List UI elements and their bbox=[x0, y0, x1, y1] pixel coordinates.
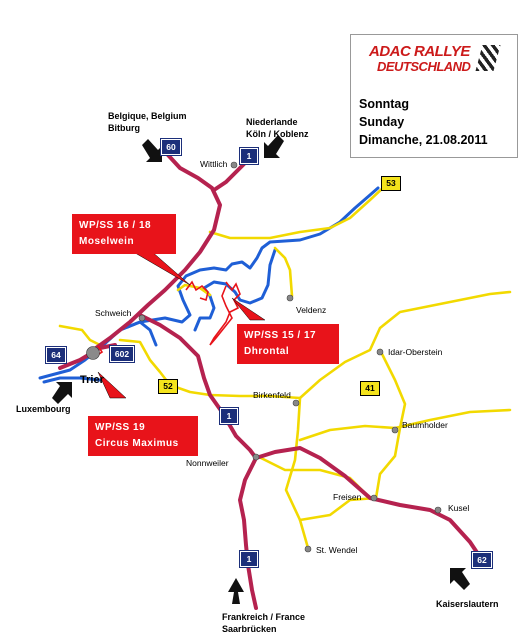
label-france: Frankreich / France Saarbrücken bbox=[222, 611, 305, 635]
place-veldenz: Veldenz bbox=[296, 305, 327, 315]
a1-north bbox=[212, 160, 248, 192]
label-france-line2: Saarbrücken bbox=[222, 624, 277, 634]
stage-circus-name: Circus Maximus bbox=[95, 438, 179, 449]
label-netherlands-line2: Köln / Koblenz bbox=[246, 129, 309, 139]
road-53 bbox=[208, 184, 387, 240]
pointer-circus bbox=[97, 371, 127, 399]
stage-moselwein-number: WP/SS 16 / 18 bbox=[79, 220, 152, 231]
shield-a1-north: 1 bbox=[239, 147, 259, 165]
place-nonnweiler: Nonnweiler bbox=[186, 458, 229, 468]
shield-a602: 602 bbox=[109, 345, 135, 363]
stage-callout-dhrontal: WP/SS 15 / 17 Dhrontal bbox=[237, 324, 339, 364]
lower-mosel bbox=[118, 320, 158, 347]
place-freisen: Freisen bbox=[333, 492, 362, 502]
day-german: Sonntag bbox=[359, 97, 409, 111]
stage-moselwein-name: Moselwein bbox=[79, 236, 135, 247]
stage-dhrontal-name: Dhrontal bbox=[244, 346, 290, 357]
shield-b52: 52 bbox=[158, 379, 178, 394]
shield-a1-south: 1 bbox=[239, 550, 259, 568]
secondary-roads bbox=[58, 184, 512, 550]
shield-a1-mid: 1 bbox=[219, 407, 239, 425]
label-france-line1: Frankreich / France bbox=[222, 612, 306, 622]
dot-schweich bbox=[138, 314, 146, 322]
mosel-loop bbox=[193, 248, 277, 332]
shield-a60: 60 bbox=[160, 138, 182, 156]
dot-veldenz bbox=[286, 294, 294, 302]
dot-nonnweiler bbox=[252, 453, 260, 461]
place-schweich: Schweich bbox=[95, 308, 132, 318]
place-baumholder: Baumholder bbox=[402, 420, 448, 430]
day-english: Sunday bbox=[359, 115, 405, 129]
pointer-moselwein bbox=[129, 249, 191, 286]
dot-stwendel bbox=[304, 545, 312, 553]
dot-freisen bbox=[370, 494, 378, 502]
dot-kusel bbox=[434, 506, 442, 514]
road-south bbox=[298, 496, 378, 522]
a1-south bbox=[238, 456, 258, 610]
road-idar bbox=[298, 290, 512, 400]
shield-b41: 41 bbox=[360, 381, 380, 396]
direction-arrows bbox=[52, 135, 470, 604]
label-belgium: Belgique, Belgium Bitburg bbox=[108, 110, 187, 134]
a62 bbox=[254, 446, 484, 562]
arrow-france bbox=[228, 578, 244, 604]
stage-callout-circus-maximus: WP/SS 19 Circus Maximus bbox=[88, 416, 198, 456]
dot-idar bbox=[376, 348, 384, 356]
label-belgium-line2: Bitburg bbox=[108, 123, 140, 133]
label-netherlands: Niederlande Köln / Koblenz bbox=[246, 116, 309, 140]
road-52 bbox=[118, 338, 302, 400]
dot-trier bbox=[86, 346, 100, 360]
label-belgium-line1: Belgique, Belgium bbox=[108, 111, 187, 121]
shield-a62: 62 bbox=[471, 551, 493, 569]
dot-baumholder bbox=[391, 426, 399, 434]
stage-callout-moselwein: WP/SS 16 / 18 Moselwein bbox=[72, 214, 176, 254]
logo-line-1: ADAC RALLYE bbox=[369, 43, 470, 60]
stage-dhrontal-route bbox=[209, 281, 241, 346]
road-moselwein bbox=[176, 283, 212, 297]
logo-line-2: DEUTSCHLAND bbox=[377, 59, 471, 74]
road-idar-2 bbox=[374, 348, 407, 500]
arrow-netherlands bbox=[264, 135, 284, 158]
label-luxembourg: Luxembourg bbox=[16, 404, 71, 414]
place-birkenfeld: Birkenfeld bbox=[253, 390, 291, 400]
place-dots bbox=[86, 161, 442, 553]
label-netherlands-line1: Niederlande bbox=[246, 117, 298, 127]
shield-b53: 53 bbox=[381, 176, 401, 191]
stage-circus-number: WP/SS 19 bbox=[95, 422, 146, 433]
shield-a64: 64 bbox=[45, 346, 67, 364]
road-veldenz bbox=[273, 246, 294, 298]
arrow-luxembourg bbox=[52, 382, 72, 404]
place-kusel: Kusel bbox=[448, 503, 470, 513]
dot-wittlich bbox=[230, 161, 238, 169]
place-wittlich: Wittlich bbox=[200, 159, 228, 169]
place-idar-oberstein: Idar-Oberstein bbox=[388, 347, 443, 357]
saar-river bbox=[42, 376, 102, 384]
day-french: Dimanche, 21.08.2011 bbox=[359, 133, 488, 147]
event-info-box: ADAC RALLYE DEUTSCHLAND Sonntag Sunday D… bbox=[350, 34, 518, 158]
stage-moselwein-route bbox=[185, 280, 209, 302]
stage-dhrontal-number: WP/SS 15 / 17 bbox=[244, 330, 317, 341]
arrow-belgium bbox=[142, 139, 162, 162]
arrow-kaiserslautern bbox=[450, 568, 470, 590]
place-st-wendel: St. Wendel bbox=[316, 545, 358, 555]
pointer-dhrontal bbox=[231, 297, 266, 321]
place-trier: Trier bbox=[80, 374, 104, 386]
dot-birkenfeld bbox=[292, 399, 300, 407]
checkered-flag-icon bbox=[475, 45, 501, 71]
label-kaiserslautern: Kaiserslautern bbox=[436, 599, 499, 609]
adac-rallye-logo: ADAC RALLYE DEUTSCHLAND bbox=[369, 43, 501, 87]
rivers bbox=[38, 186, 380, 384]
a1-main bbox=[138, 313, 258, 460]
road-trier-north bbox=[58, 324, 102, 347]
road-41 bbox=[284, 396, 310, 550]
a60 bbox=[94, 153, 222, 350]
